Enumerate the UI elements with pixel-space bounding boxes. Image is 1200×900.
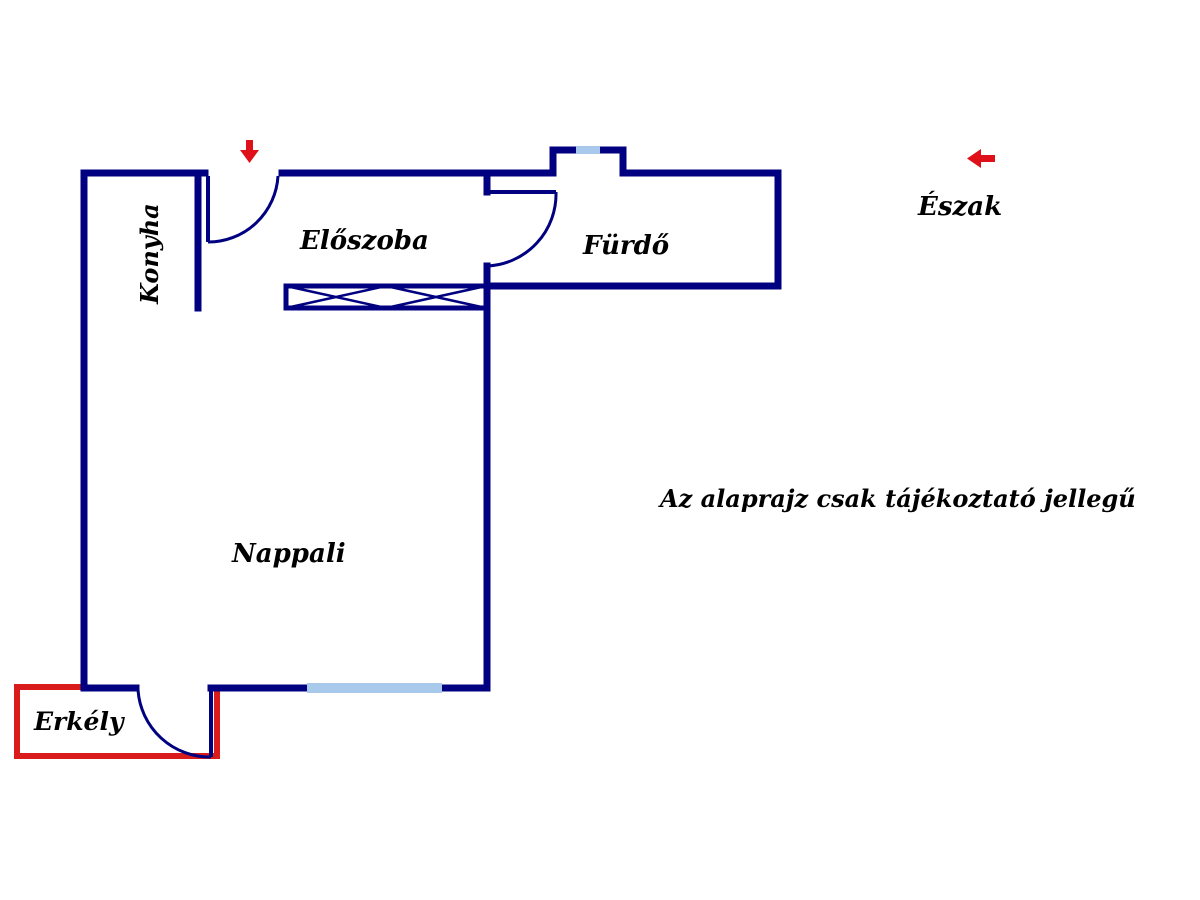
room-label-nappali: Nappali [231, 539, 346, 569]
room-label-eloszoba: Előszoba [299, 226, 429, 256]
room-label-konyha: Konyha [135, 203, 164, 305]
arrow-left-icon [967, 149, 995, 168]
balcony-outline [14, 684, 220, 759]
bathroom-window [576, 146, 600, 154]
entrance-door [206, 175, 280, 244]
balcony-door [136, 689, 213, 759]
room-label-furdo: Fürdő [582, 231, 669, 261]
walls [80, 146, 782, 692]
arrow-down-icon [240, 140, 259, 163]
compass-label: Észak [917, 190, 1002, 222]
room-label-erkely: Erkély [33, 707, 125, 736]
bathroom-door [486, 190, 558, 268]
wardrobe [283, 283, 489, 311]
disclaimer-note: Az alaprajz csak tájékoztató jellegű [658, 484, 1136, 513]
living-room-window [307, 683, 442, 693]
